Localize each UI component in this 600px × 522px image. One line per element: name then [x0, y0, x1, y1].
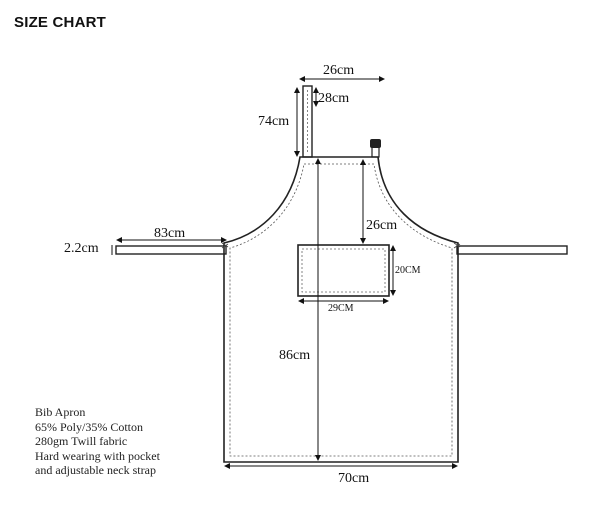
apron-stitching [229, 163, 453, 457]
label-waist-tie: 83cm [154, 226, 185, 241]
label-strap-length: 28cm [318, 91, 349, 106]
description-line: Hard wearing with pocket [35, 448, 160, 463]
page-title: SIZE CHART [14, 14, 106, 31]
label-apron-width: 70cm [338, 471, 369, 486]
description-line: Bib Apron [35, 405, 86, 419]
description-line: 280gm Twill fabric [35, 434, 128, 449]
description-line: 65% Poly/35% Cotton [35, 419, 144, 434]
waist-tie-left [115, 245, 227, 255]
waist-tie-right [456, 245, 568, 255]
pocket [297, 244, 390, 297]
label-tie-width: 2.2cm [64, 241, 99, 256]
label-strap-width: 26cm [323, 63, 354, 78]
strap-buckle [370, 139, 381, 148]
neck-strap [302, 85, 313, 158]
apron-outline [223, 156, 459, 463]
description-line: and adjustable neck strap [35, 463, 156, 478]
label-apron-length: 86cm [279, 348, 310, 363]
label-neck-strap: 74cm [258, 114, 289, 129]
label-pocket-from-top: 26cm [366, 218, 397, 233]
label-pocket-height: 20CM [395, 265, 421, 276]
label-pocket-width: 29CM [328, 303, 354, 314]
product-description: Bib Apron 65% Poly/35% Cotton 280gm Twil… [35, 405, 160, 478]
